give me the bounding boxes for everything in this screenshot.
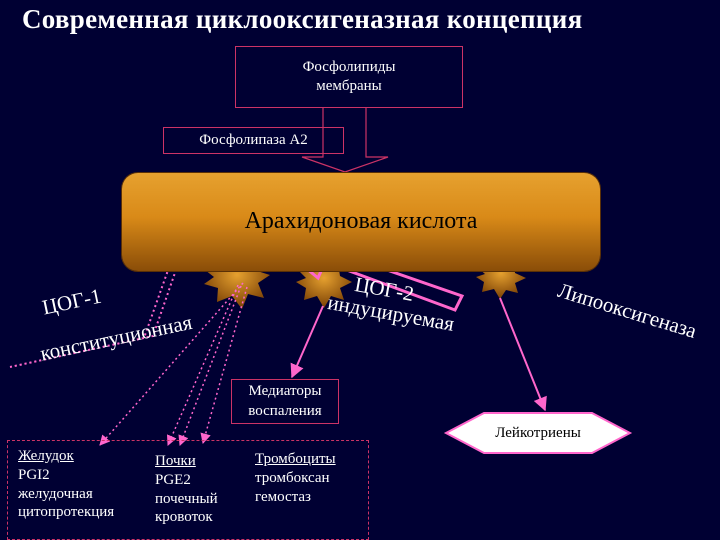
arrow-to-stomach [99, 282, 244, 446]
stomach-block: Желудок PGI2 желудочная цитопротекция [18, 447, 114, 522]
arrow-to-platelets [200, 286, 248, 445]
stomach-title: Желудок [18, 448, 74, 464]
mediators-box: Медиаторы воспаления [231, 379, 339, 424]
platelets-block: Тромбоциты тромбоксан гемостаз [255, 450, 336, 506]
stomach-line: желудочная [18, 485, 93, 502]
platelets-line: гемостаз [255, 488, 311, 505]
platelets-title: Тромбоциты [255, 451, 336, 467]
kidneys-line: кровоток [155, 509, 213, 526]
kidneys-line: PGE2 [155, 471, 191, 488]
stomach-line: цитопротекция [18, 504, 115, 521]
phospholipids-box: Фосфолипиды мембраны [235, 46, 463, 108]
phospholipase-box: Фосфолипаза А2 [163, 127, 344, 154]
arrow-to-kidneys-1 [166, 284, 239, 446]
arrow-to-mediators [290, 305, 324, 379]
kidneys-block: Почки PGE2 почечный кровоток [155, 452, 218, 527]
phospholipids-line1: Фосфолипиды [302, 58, 396, 75]
kidneys-line: почечный [155, 490, 218, 507]
mediators-line2: воспаления [248, 402, 322, 419]
leukotrienes-label: Лейкотриены [495, 424, 581, 441]
platelets-line: тромбоксан [255, 469, 330, 486]
kidneys-title: Почки [155, 453, 196, 469]
mediators-line1: Медиаторы [248, 383, 322, 399]
arrow-to-kidneys-2 [178, 285, 242, 446]
block-arrow-down [301, 108, 389, 173]
arrow-to-leukotrienes [499, 297, 547, 412]
arachidonic-acid-bar [122, 173, 600, 271]
leukotrienes-shape [443, 412, 633, 454]
phospholipids-line2: мембраны [316, 78, 382, 94]
stomach-line: PGI2 [18, 466, 50, 483]
arachidonic-acid-label: Арахидоновая кислота [244, 208, 478, 234]
page-title: Современная циклооксигеназная концепция [22, 4, 583, 34]
